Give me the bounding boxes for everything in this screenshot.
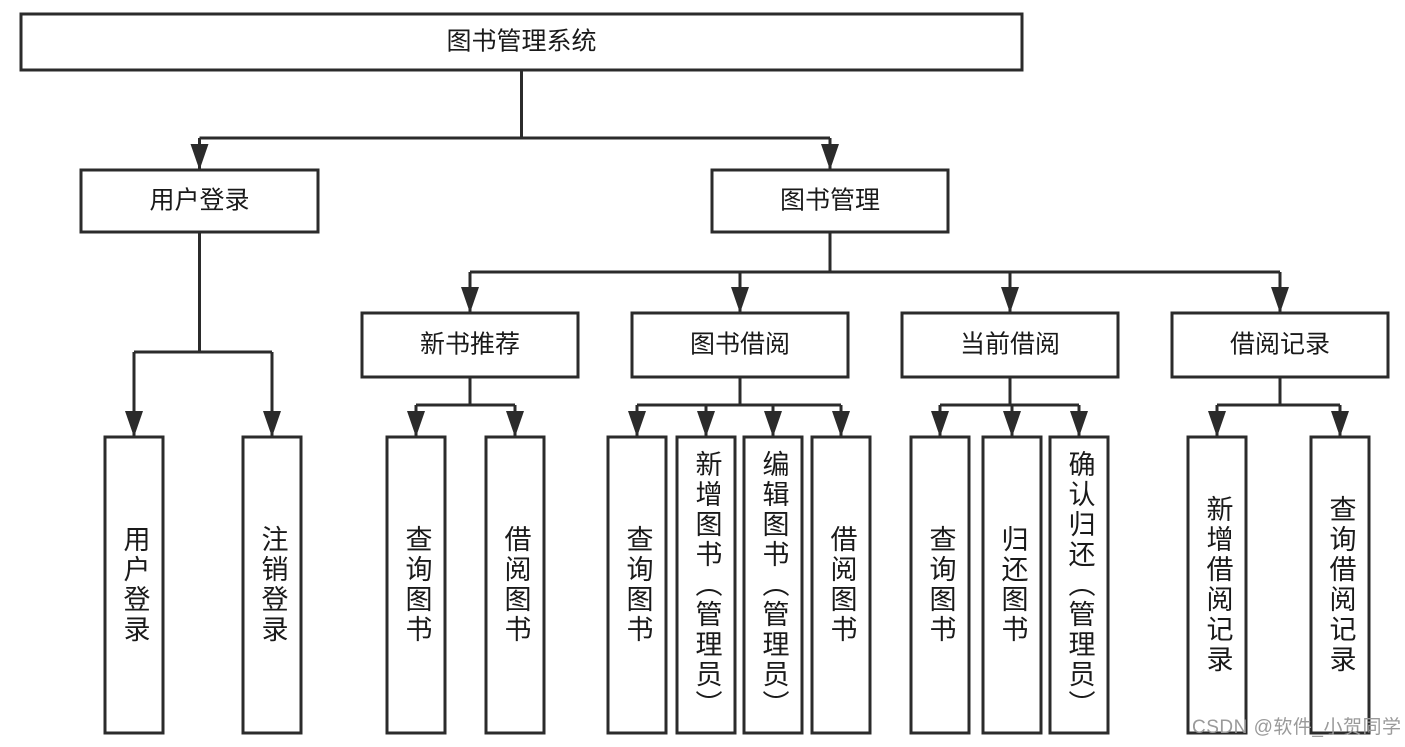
arrow-head-icon [190,144,209,170]
arrow-head-icon [821,144,839,170]
leaf-box-1[interactable] [241,435,303,735]
node-level3-label-1: 图书借阅 [690,331,790,359]
node-level2-box-1[interactable] [710,168,950,234]
leaf-box-7[interactable] [810,435,872,735]
arrow-head-icon [1070,411,1088,437]
box-layer [19,12,1390,735]
leaf-box-2[interactable] [385,435,447,735]
connector-layer [125,70,1349,437]
arrow-head-icon [931,411,949,437]
arrow-head-icon [832,411,850,437]
arrow-head-icon [628,411,646,437]
arrow-head-icon [1003,411,1021,437]
arrow-head-icon [731,287,749,313]
node-level3-label-0: 新书推荐 [420,331,520,359]
node-root-box[interactable] [19,12,1024,72]
arrow-head-icon [1208,411,1226,437]
node-level3-box-0[interactable] [360,311,580,379]
arrow-head-icon [407,411,425,437]
leaf-box-12[interactable] [1309,435,1371,735]
arrow-head-icon [506,411,524,437]
node-level3-box-2[interactable] [900,311,1120,379]
leaf-box-0[interactable] [103,435,165,735]
node-level3-box-1[interactable] [630,311,850,379]
node-level3-box-3[interactable] [1170,311,1390,379]
leaf-box-6[interactable] [742,435,804,735]
arrow-head-icon [125,411,143,437]
leaf-box-4[interactable] [606,435,668,735]
arrow-head-icon [1001,287,1019,313]
node-level2-label-0: 用户登录 [149,187,249,215]
node-level3-label-3: 借阅记录 [1230,331,1330,359]
arrow-head-icon [1271,287,1289,313]
arrow-head-icon [697,411,715,437]
node-level2-label-1: 图书管理 [780,187,880,215]
node-level2-box-0[interactable] [79,168,320,234]
leaf-box-3[interactable] [484,435,546,735]
arrow-head-icon [461,287,479,313]
arrow-head-icon [1331,411,1349,437]
leaf-box-11[interactable] [1186,435,1248,735]
leaf-box-9[interactable] [981,435,1043,735]
node-level3-label-2: 当前借阅 [960,331,1060,359]
watermark-text: CSDN @软件_小贺同学 [1192,717,1402,738]
arrow-head-icon [263,411,281,437]
leaf-box-5[interactable] [675,435,737,735]
leaf-box-8[interactable] [909,435,971,735]
node-root-label: 图书管理系统 [446,28,596,56]
arrow-head-icon [764,411,782,437]
leaf-box-10[interactable] [1048,435,1110,735]
